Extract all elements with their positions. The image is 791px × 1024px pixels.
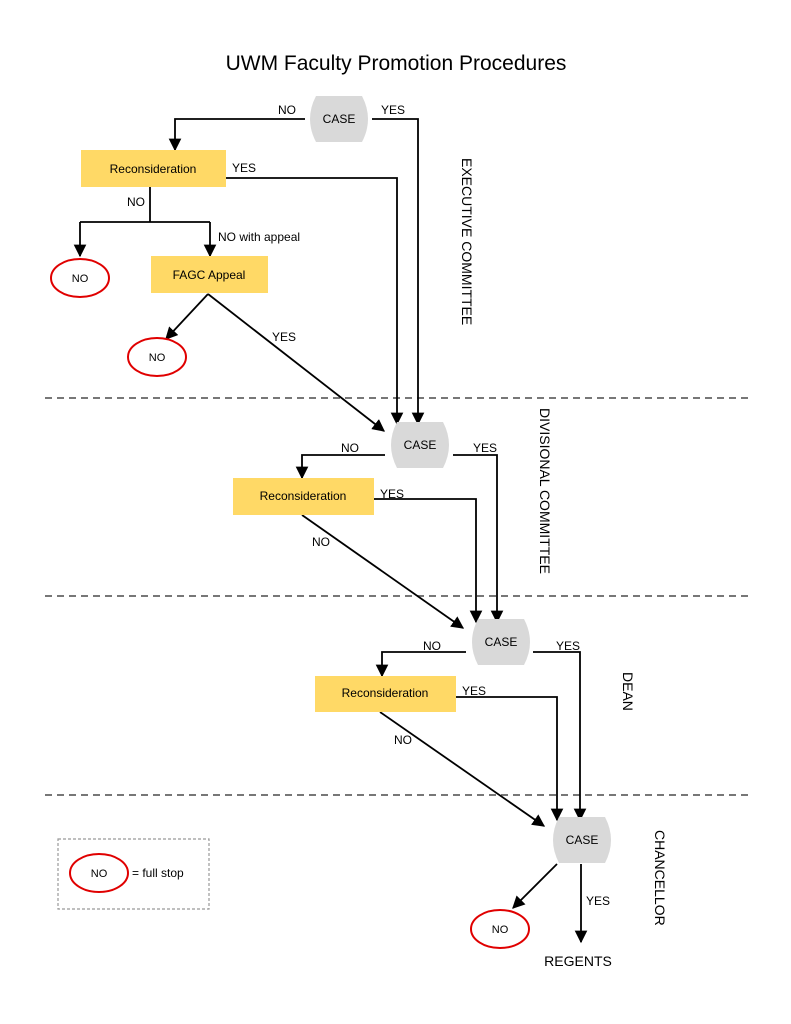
dean-case-label: CASE: [485, 635, 518, 649]
appeal-yes-label: YES: [272, 330, 296, 344]
edge-exec-case-yes: [372, 118, 425, 426]
dean-reconsideration-label: Reconsideration: [342, 686, 429, 700]
appeal-stop-label: NO: [149, 352, 166, 364]
appeal-stop-node: [127, 337, 187, 377]
div-case-yes-label: YES: [473, 441, 497, 455]
exec-stop-node: [50, 258, 110, 298]
edge-div-recon-no: [301, 514, 465, 629]
div-recon-no-label: NO: [312, 535, 330, 549]
exec-reconsideration-label: Reconsideration: [110, 162, 197, 176]
exec-case-yes-label: YES: [381, 103, 405, 117]
edge-div-case-no: [295, 454, 385, 480]
lane-label-chancellor: CHANCELLOR: [652, 830, 668, 926]
edge-chancellor-no: [512, 863, 558, 909]
exec-recon-no-label: NO: [127, 195, 145, 209]
chancellor-case-label: CASE: [566, 833, 599, 847]
edge-appeal-no: [165, 293, 209, 340]
div-case-label: CASE: [404, 438, 437, 452]
edge-exec-case-no: [168, 118, 305, 152]
dean-recon-yes-label: YES: [462, 684, 486, 698]
edge-div-case-yes: [453, 454, 504, 624]
chancellor-case-node: [553, 817, 611, 863]
legend-stop-symbol: [69, 853, 129, 893]
edge-dean-case-no: [375, 651, 466, 678]
chancellor-stop-node: [470, 909, 530, 949]
chancellor-stop-label: NO: [492, 924, 509, 936]
exec-case-label: CASE: [323, 112, 356, 126]
legend-stop-label: NO: [91, 868, 108, 880]
exec-case-node: [310, 96, 368, 142]
lane-label-divisional: DIVISIONAL COMMITTEE: [537, 408, 553, 574]
edge-exec-recon-yes: [226, 177, 404, 426]
exec-stop-label: NO: [72, 273, 89, 285]
edge-div-recon-yes: [374, 498, 483, 624]
diagram-title: UWM Faculty Promotion Procedures: [226, 52, 567, 75]
exec-case-no-label: NO: [278, 103, 296, 117]
div-recon-yes-label: YES: [380, 487, 404, 501]
exec-recon-yes-label: YES: [232, 161, 256, 175]
div-case-node: [391, 422, 449, 468]
dean-case-node: [472, 619, 530, 665]
chancellor-yes-label: YES: [586, 894, 610, 908]
regents-label: REGENTS: [544, 953, 612, 969]
lane-label-executive: EXECUTIVE COMMITTEE: [459, 158, 475, 325]
dean-reconsideration-node: [315, 676, 456, 712]
fagc-appeal-node: [151, 256, 268, 293]
dean-recon-no-label: NO: [394, 733, 412, 747]
edge-appeal-yes: [207, 293, 385, 432]
div-reconsideration-label: Reconsideration: [260, 489, 347, 503]
div-reconsideration-node: [233, 478, 374, 515]
lane-label-dean: DEAN: [620, 672, 636, 711]
edge-dean-case-yes: [533, 651, 587, 822]
edge-dean-recon-no: [379, 711, 546, 827]
dean-case-yes-label: YES: [556, 639, 580, 653]
exec-reconsideration-node: [81, 150, 226, 187]
exec-no-with-appeal-label: NO with appeal: [218, 230, 300, 244]
edge-dean-recon-yes: [456, 696, 564, 822]
legend-meaning: = full stop: [132, 866, 184, 880]
fagc-appeal-label: FAGC Appeal: [173, 268, 246, 282]
div-case-no-label: NO: [341, 441, 359, 455]
dean-case-no-label: NO: [423, 639, 441, 653]
